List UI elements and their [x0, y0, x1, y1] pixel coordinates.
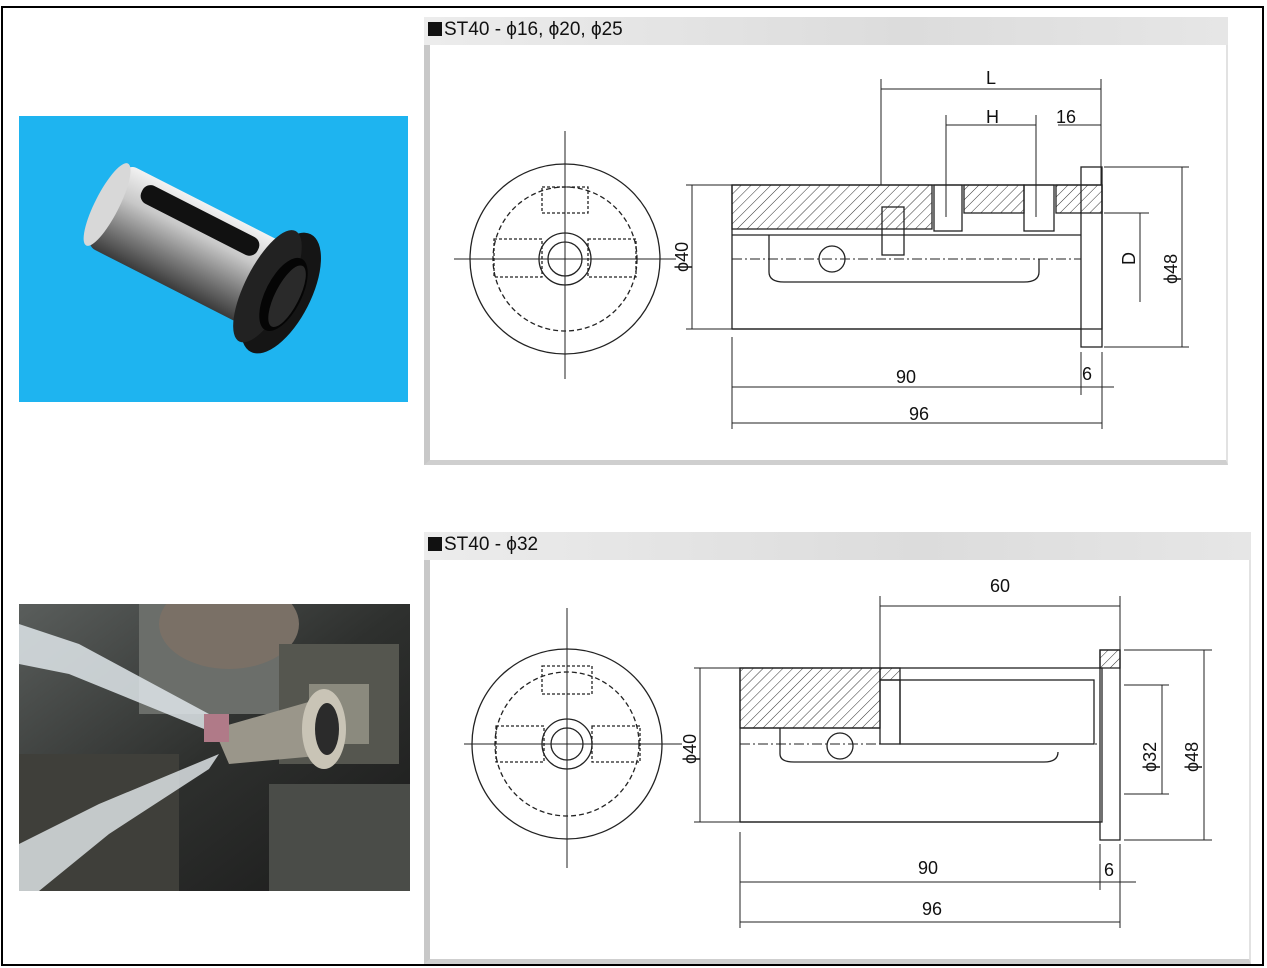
dim-label-96: 96	[922, 899, 942, 919]
dim-label-h: H	[986, 107, 999, 127]
panel-header: ST40 - ϕ32	[424, 532, 1251, 560]
panel-title: ST40 - ϕ16, ϕ20, ϕ25	[428, 19, 623, 41]
technical-drawing-1: L H 16 ϕ40 D ϕ48 90 6 96	[454, 68, 1189, 429]
dim-label-90: 90	[918, 858, 938, 878]
technical-drawing-2: 60 ϕ40 ϕ32 ϕ48 90 6 96	[464, 576, 1212, 928]
panel-body	[424, 560, 1251, 964]
end-view	[464, 608, 682, 868]
drawing-panel-st40-small: ST40 - ϕ16, ϕ20, ϕ25	[424, 17, 1228, 465]
dim-label-phi40: ϕ40	[672, 242, 692, 272]
dim-label-6: 6	[1104, 860, 1114, 880]
panel-title: ST40 - ϕ32	[428, 534, 538, 556]
dim-label-6: 6	[1082, 364, 1092, 384]
square-bullet-icon	[428, 537, 442, 551]
dim-label-60: 60	[990, 576, 1010, 596]
side-view	[731, 166, 1103, 348]
page-frame	[1, 6, 1264, 966]
drawing-panel-st40-32: ST40 - ϕ32	[424, 532, 1251, 964]
dim-label-phi48: ϕ48	[1182, 742, 1202, 772]
square-bullet-icon	[428, 22, 442, 36]
lathe-machining-photo	[19, 604, 410, 891]
dim-label-96: 96	[909, 404, 929, 424]
sleeve-product-photo	[19, 116, 408, 402]
panel-body	[424, 45, 1228, 465]
dimension-lines	[694, 596, 1212, 928]
dim-label-phi48: ϕ48	[1161, 254, 1181, 284]
side-view	[739, 649, 1121, 841]
dim-label-phi32: ϕ32	[1140, 742, 1160, 772]
panel-header: ST40 - ϕ16, ϕ20, ϕ25	[424, 17, 1228, 45]
dim-label-90: 90	[896, 367, 916, 387]
dim-label-phi40: ϕ40	[680, 734, 700, 764]
dim-label-d: D	[1119, 252, 1139, 265]
dim-label-l: L	[986, 68, 996, 88]
dim-label-16: 16	[1056, 107, 1076, 127]
dimension-lines	[686, 79, 1189, 429]
end-view	[454, 131, 676, 379]
